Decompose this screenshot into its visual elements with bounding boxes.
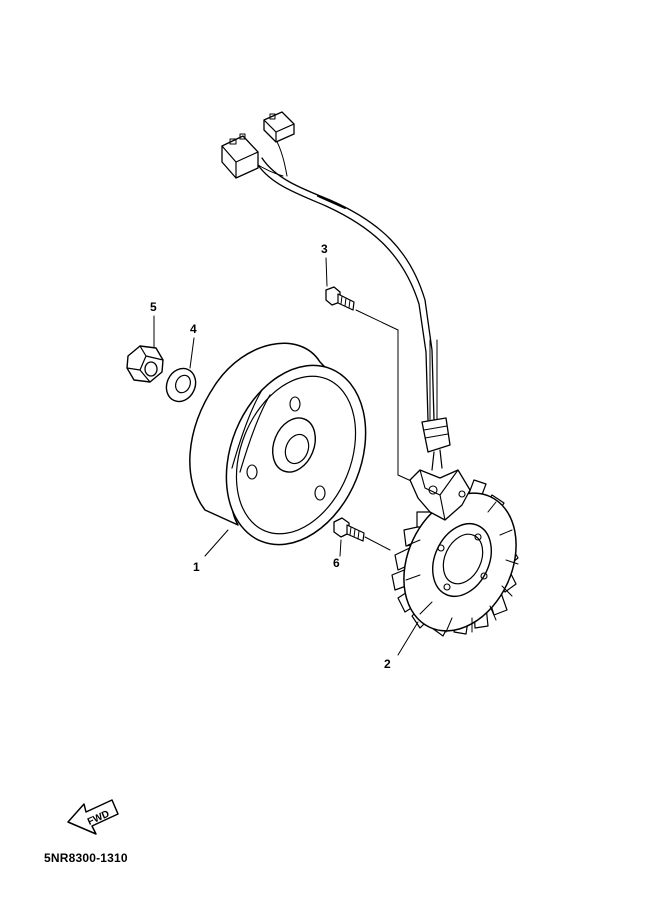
pickup-bracket: [409, 469, 471, 521]
washer: [165, 367, 197, 403]
callout-3: 3: [321, 242, 328, 256]
fwd-arrow-icon: FWD: [67, 799, 119, 835]
callout-4: 4: [190, 322, 197, 336]
connector-large: [221, 133, 259, 179]
nut: [126, 345, 164, 383]
wire-grommet: [421, 417, 451, 471]
callout-1: 1: [193, 560, 200, 574]
flywheel-rotor: [189, 342, 367, 557]
leader-screw-top: [355, 309, 421, 486]
connector-small: [263, 111, 295, 143]
screw-bottom: [333, 517, 391, 557]
screw-top: [325, 286, 355, 311]
callout-5: 5: [150, 300, 157, 314]
leader-washer: [189, 337, 195, 369]
leader-screw-3: [325, 257, 328, 287]
wire-harness: [249, 137, 438, 421]
document-code: 5NR8300-1310: [44, 851, 128, 865]
callout-6: 6: [333, 556, 340, 570]
stator: [391, 417, 519, 656]
callout-2: 2: [384, 657, 391, 671]
